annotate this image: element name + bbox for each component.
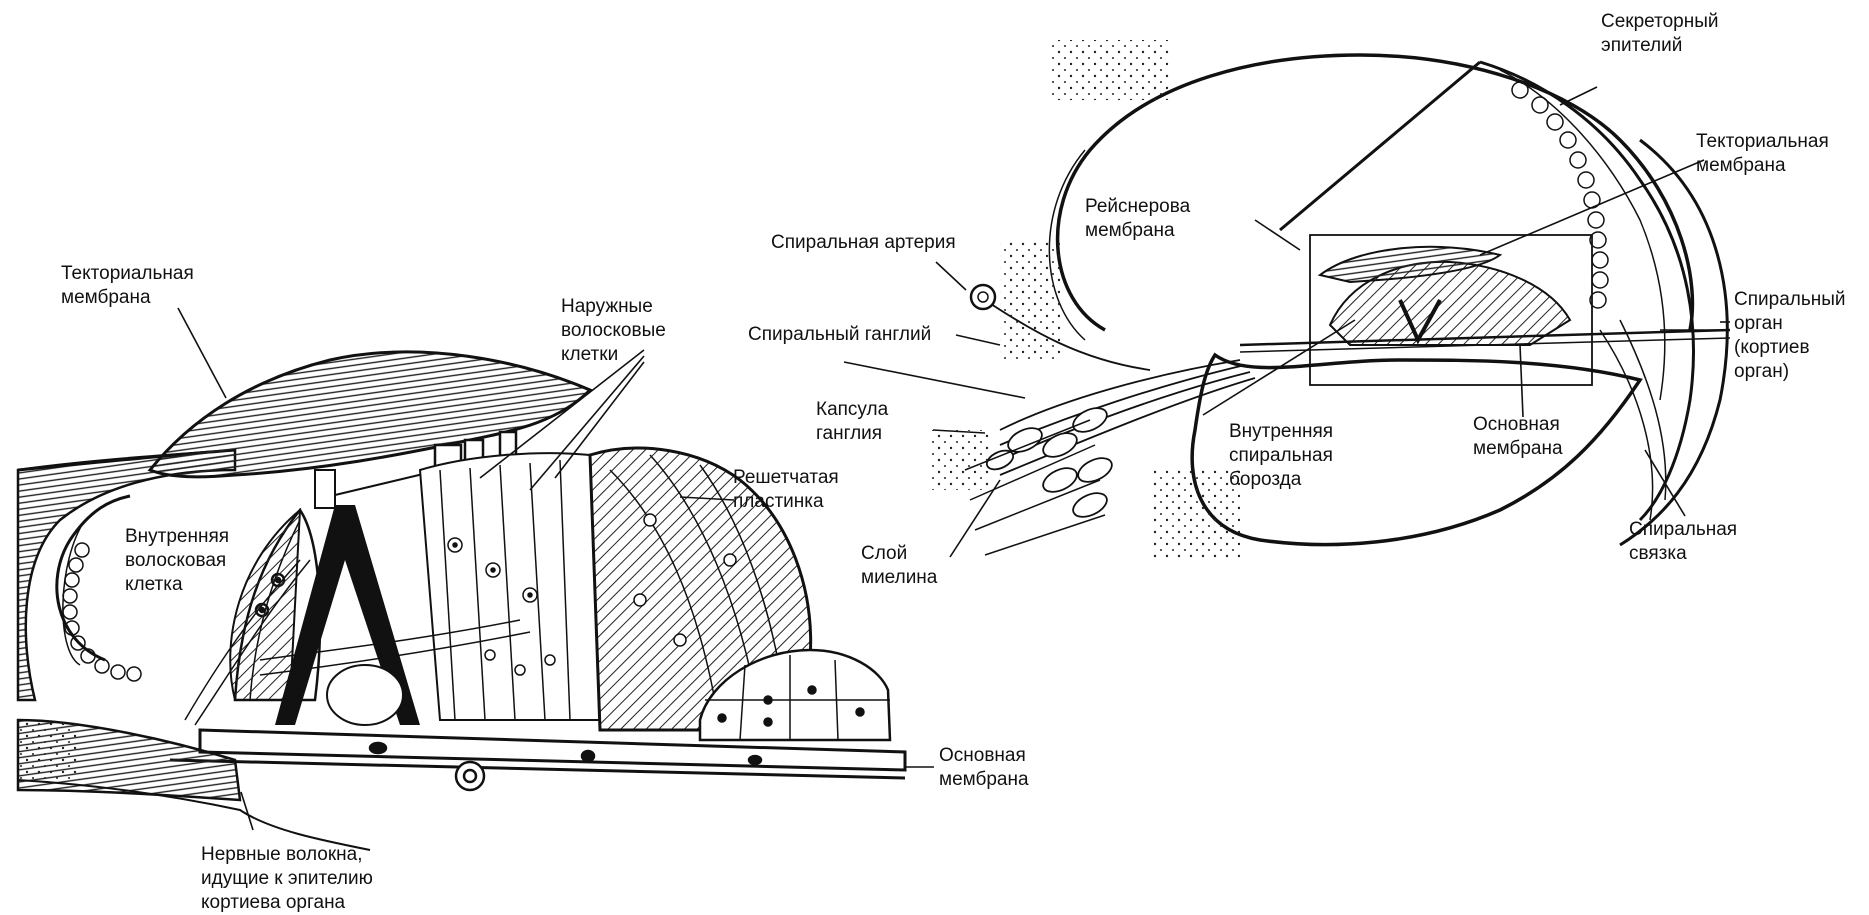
label-myelin-layer: Слой миелина [861,542,937,590]
ganglion-cells [984,403,1116,521]
label-reticular-lamina: Решетчатая пластинка [733,466,839,514]
label-secretory-epithelium: Секреторный эпителий [1601,10,1719,58]
label-outer-hair-cells: Наружные волосковые клетки [561,295,666,367]
label-nerve-fibers: Нервные волокна, идущие к эпителию корти… [201,843,373,915]
label-basilar-membrane-right: Основная мембрана [1473,413,1563,461]
reissner-membrane [1280,62,1480,230]
spiral-ligament [1620,140,1727,545]
label-inner-hair-cell: Внутренняя волосковая клетка [125,525,229,597]
label-inner-spiral-sulcus: Внутренняя спиральная борозда [1229,420,1333,492]
label-tectorial-membrane-left: Текториальная мембрана [61,262,194,310]
inner-sulcus [57,496,130,660]
ganglion-fibers [1000,360,1255,475]
label-spiral-artery: Спиральная артерия [771,231,956,255]
label-basilar-membrane-left: Основная мембрана [939,744,1029,792]
label-spiral-ganglion: Спиральный ганглий [748,323,931,347]
label-spiral-ligament: Спиральная связка [1629,518,1737,566]
label-tectorial-membrane-right: Текториальная мембрана [1696,130,1829,178]
label-ganglion-capsule: Капсула ганглия [816,398,888,446]
label-reissner-membrane: Рейснерова мембрана [1085,195,1190,243]
left-organ-of-corti [18,352,905,850]
label-spiral-organ: Спиральный орган (кортиев орган) [1734,288,1846,384]
